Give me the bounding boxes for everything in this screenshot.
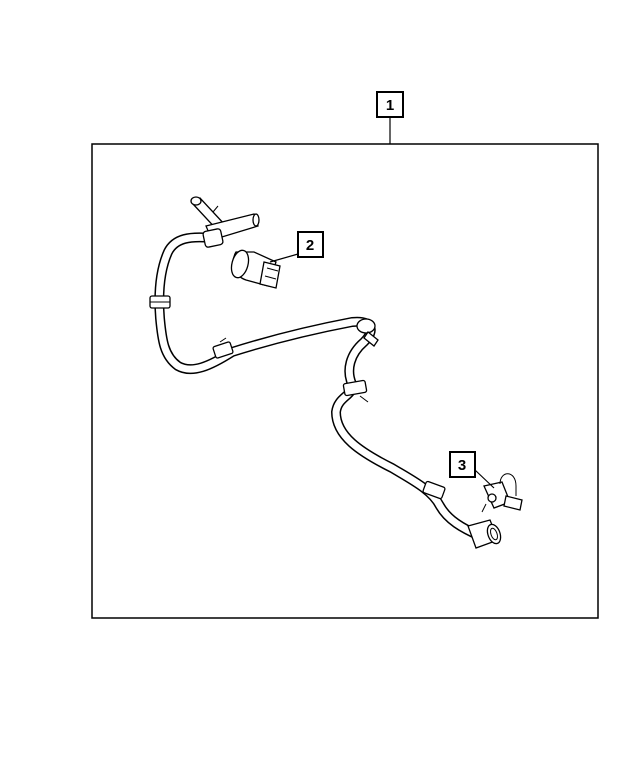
hose-clamp-left bbox=[149, 295, 171, 309]
callout-1-label: 1 bbox=[386, 97, 394, 114]
callout-2-box bbox=[297, 231, 324, 258]
callout-2-leader bbox=[269, 253, 299, 263]
top-quick-connector bbox=[190, 196, 260, 248]
hose-clip-lower-left bbox=[212, 337, 234, 359]
callout-2-label: 2 bbox=[306, 237, 314, 254]
hose-assembly[interactable] bbox=[149, 196, 503, 549]
callout-3-label: 3 bbox=[458, 457, 466, 474]
hose-clip-middle bbox=[342, 379, 369, 403]
callout-1[interactable]: 1 bbox=[376, 91, 404, 144]
hose-junction bbox=[356, 318, 379, 347]
bracket-clip-part[interactable] bbox=[481, 473, 523, 513]
sensor-part[interactable] bbox=[229, 248, 281, 289]
callout-3-leader bbox=[474, 469, 495, 489]
callout-2[interactable]: 2 bbox=[269, 231, 324, 263]
callout-3[interactable]: 3 bbox=[449, 451, 495, 489]
callout-3-box bbox=[449, 451, 476, 478]
hose-clamp-lower bbox=[422, 480, 446, 500]
end-quick-connector bbox=[467, 519, 502, 549]
assembly-frame bbox=[91, 143, 599, 619]
